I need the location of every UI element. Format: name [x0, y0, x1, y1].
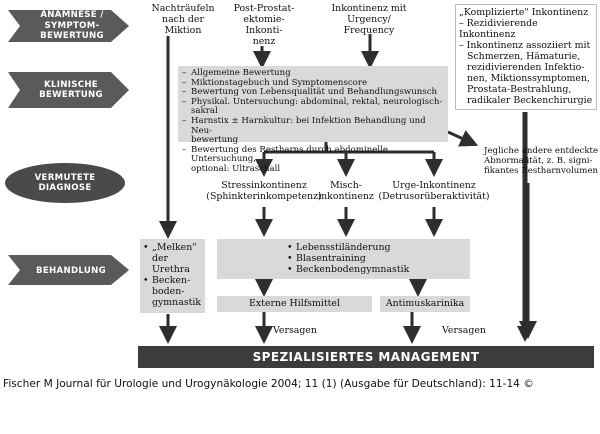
diagnosis-misch-line2: inkontinenz — [318, 191, 374, 202]
symptom-postprostat-line2: ektomie-Inkonti- — [243, 14, 285, 36]
clinical-item: Allgemeine Bewertung — [182, 68, 444, 79]
treatment-beckenboden-item: Becken- boden- gymnastik — [143, 275, 203, 308]
abnormality-line1: Jegliche andere entdeckte — [484, 146, 599, 156]
specialized-management-label: SPEZIALISIERTES MANAGEMENT — [252, 350, 480, 364]
stage-anamnese-shape — [8, 10, 129, 42]
treatment-beckenboden-line2: boden- — [152, 286, 185, 297]
symptom-kompliziert: „Komplizierte" Inkontinenz – Rezidiviere… — [455, 4, 597, 110]
symptom-nachtraeufeln-line3: Miktion — [164, 25, 202, 36]
symptom-postprostat: Post-Prostat- ektomie-Inkonti- nenz — [228, 3, 300, 47]
treatment-melken-line2: der Urethra — [152, 253, 190, 275]
clinical-evaluation-box: Allgemeine Bewertung Miktionstagebuch un… — [178, 66, 448, 174]
diagnosis-misch: Misch- inkontinenz — [316, 180, 376, 202]
clinical-item: Bewertung von Lebensqualität und Behandl… — [182, 87, 444, 98]
stage-diagnose-shape — [5, 163, 125, 203]
symptom-urgency: Inkontinenz mit Urgency/ Frequency — [327, 3, 411, 36]
diagnosis-misch-line1: Misch- — [330, 180, 362, 191]
symptom-postprostat-line3: nenz — [252, 36, 276, 47]
lifestyle-item: Beckenbodengymnastik — [287, 264, 470, 275]
treatment-beckenboden-line3: gymnastik — [152, 297, 202, 308]
kompliziert-line7: Prostata-Bestrahlung, — [467, 84, 572, 95]
stage-klinisch-label: KLINISCHE BEWERTUNG — [39, 79, 103, 101]
treatment-melken-item: „Melken" der Urethra — [143, 242, 203, 275]
treatment-melken-box: „Melken" der Urethra Becken- boden- gymn… — [140, 239, 205, 313]
diagnosis-stress-line1: Stressinkontinenz — [221, 180, 307, 191]
diagnosis-urge: Urge-Inkontinenz (Detrusorüberaktivität) — [376, 180, 492, 202]
kompliziert-line8: radikaler Beckenchirurgie — [467, 95, 593, 106]
stage-diagnose-line2: DIAGNOSE — [38, 183, 92, 193]
symptom-nachtraeufeln: Nachträufeln nach der Miktion — [146, 3, 220, 36]
stage-anamnese: ANAMNESE / SYMPTOM-BEWERTUNG — [20, 10, 124, 42]
diagnosis-stress: Stressinkontinenz (Sphinkterinkompetenz) — [206, 180, 322, 202]
kompliziert-line4: Schmerzen, Hämaturie, — [467, 51, 581, 62]
treatment-melken-list: „Melken" der Urethra Becken- boden- gymn… — [143, 242, 203, 308]
abnormality-line2: Abnormalität, z. B. signi- — [484, 156, 593, 166]
clinical-item: Bewertung des Restharns durch abdominell… — [182, 145, 444, 175]
stage-behandlung-label: BEHANDLUNG — [36, 265, 106, 276]
abnormality-box: Jegliche andere entdeckte Abnormalität, … — [484, 146, 600, 176]
clinical-item: Miktionstagebuch und Symptomenscore — [182, 78, 444, 89]
symptom-urgency-line2: Urgency/ — [347, 14, 391, 25]
symptom-postprostat-line1: Post-Prostat- — [233, 3, 295, 14]
stage-klinisch-shape — [8, 72, 129, 108]
stage-behandlung: BEHANDLUNG — [16, 257, 126, 285]
symptom-nachtraeufeln-line2: nach der — [162, 14, 204, 25]
stage-anamnese-line1: ANAMNESE / SYMPTOM- — [40, 10, 104, 31]
treatment-lifestyle-list: Lebensstiländerung Blasentraining Becken… — [287, 242, 470, 275]
stage-behandlung-shape — [8, 255, 129, 285]
treatment-beckenboden-line1: Becken- — [152, 275, 191, 286]
diagnosis-stress-line2: (Sphinkterinkompetenz) — [206, 191, 322, 202]
stage-shapes — [5, 10, 129, 285]
diagnosis-urge-line2: (Detrusorüberaktivität) — [378, 191, 490, 202]
stage-anamnese-line2: BEWERTUNG — [40, 31, 104, 42]
lifestyle-item: Lebensstiländerung — [287, 242, 470, 253]
stage-klinisch: KLINISCHE BEWERTUNG — [16, 74, 126, 106]
figure-caption: Fischer M Journal für Urologie und Urogy… — [3, 378, 534, 390]
specialized-management-bar: SPEZIALISIERTES MANAGEMENT — [138, 346, 594, 368]
treatment-lifestyle-box: Lebensstiländerung Blasentraining Becken… — [217, 239, 470, 279]
kompliziert-line6: nen, Miktionssymptomen, — [467, 73, 590, 84]
diagnosis-urge-line1: Urge-Inkontinenz — [392, 180, 476, 191]
symptom-nachtraeufeln-line1: Nachträufeln — [151, 3, 215, 14]
lifestyle-item: Blasentraining — [287, 253, 470, 264]
abnormality-line3: fikantes Restharnvolumen — [484, 166, 599, 176]
treatment-antimuskarinika: Antimuskarinika — [380, 296, 470, 312]
kompliziert-line2: – Rezidivierende Inkontinenz — [459, 18, 538, 40]
kompliziert-line5: rezidivierenden Infektio- — [467, 62, 585, 73]
symptom-urgency-line3: Frequency — [343, 25, 395, 36]
kompliziert-line3: – Inkontinenz assoziiert mit — [459, 40, 591, 51]
stage-diagnose-line1: VERMUTETE — [34, 172, 96, 183]
kompliziert-line1: „Komplizierte" Inkontinenz — [459, 7, 589, 18]
treatment-melken-line1: „Melken" — [152, 242, 197, 253]
versagen-label-left: Versagen — [273, 325, 317, 336]
clinical-item: Harnstix ± Harnkultur: bei Infektion Beh… — [182, 116, 444, 146]
symptom-urgency-line1: Inkontinenz mit — [331, 3, 407, 14]
clinical-evaluation-list: Allgemeine Bewertung Miktionstagebuch un… — [182, 68, 444, 175]
treatment-hilfsmittel: Externe Hilfsmittel — [217, 296, 372, 312]
versagen-label-right: Versagen — [442, 325, 486, 336]
clinical-item: Physikal. Untersuchung: abdominal, rekta… — [182, 97, 444, 117]
